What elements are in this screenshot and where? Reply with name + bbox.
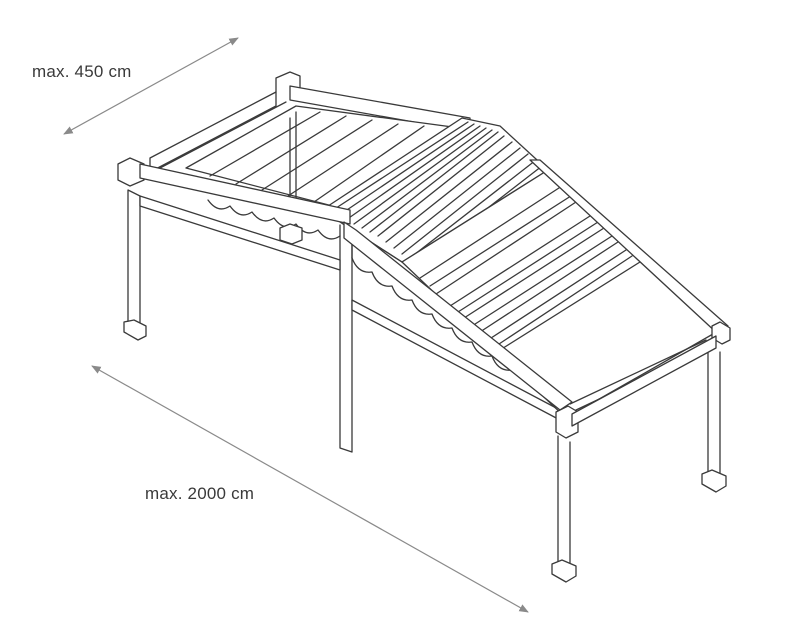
length-dimension-label: max. 2000 cm: [145, 484, 255, 503]
front-frame: [117, 157, 731, 439]
front-posts: [551, 435, 577, 583]
width-dimension-label: max. 450 cm: [32, 62, 132, 81]
back-posts: [123, 189, 727, 493]
dimension-line-length: [91, 365, 529, 613]
fabric-valance: [207, 199, 513, 371]
flat-roof-section: [185, 105, 461, 211]
back-frame: [139, 71, 561, 421]
pleated-roof-section: [321, 117, 549, 263]
dimension-line-width: [63, 37, 239, 135]
